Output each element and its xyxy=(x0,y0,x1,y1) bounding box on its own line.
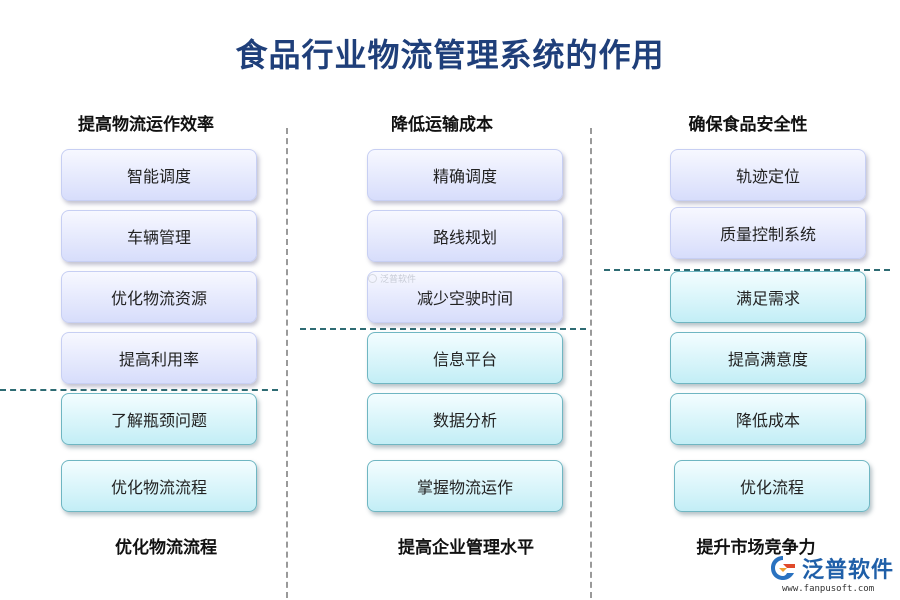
box-master-operations: 掌握物流运作 xyxy=(367,460,563,512)
column-footer-cost: 提高企业管理水平 xyxy=(398,538,534,558)
fanpu-logo-icon xyxy=(771,556,795,580)
column-footer-efficiency: 优化物流流程 xyxy=(115,538,217,558)
box-vehicle-management: 车辆管理 xyxy=(61,210,257,262)
box-optimize-process: 优化物流流程 xyxy=(61,460,257,512)
section-divider-col3 xyxy=(604,269,890,271)
box-improve-utilization: 提高利用率 xyxy=(61,332,257,384)
box-improve-satisfaction: 提高满意度 xyxy=(670,332,866,384)
logo-url: www.fanpusoft.com xyxy=(782,584,875,594)
box-meet-demand: 满足需求 xyxy=(670,271,866,323)
column-header-safety: 确保食品安全性 xyxy=(688,115,808,135)
brand-logo: 泛普软件 xyxy=(768,552,894,584)
box-route-planning: 路线规划 xyxy=(367,210,563,262)
column-footer-safety: 提升市场竞争力 xyxy=(696,538,816,558)
box-reduce-cost: 降低成本 xyxy=(670,393,866,445)
section-divider-col1 xyxy=(0,389,278,391)
box-data-analysis: 数据分析 xyxy=(367,393,563,445)
logo-name: 泛普软件 xyxy=(802,558,895,583)
column-divider-2 xyxy=(590,128,592,598)
page-title: 食品行业物流管理系统的作用 xyxy=(235,36,665,74)
column-divider-1 xyxy=(286,128,288,598)
watermark-small: 泛普软件 xyxy=(368,272,416,285)
box-track-location: 轨迹定位 xyxy=(670,149,866,201)
column-header-cost: 降低运输成本 xyxy=(391,115,493,135)
box-quality-control: 质量控制系统 xyxy=(670,207,866,259)
box-info-platform: 信息平台 xyxy=(367,332,563,384)
watermark-logo-icon xyxy=(368,274,377,283)
box-optimize-flow: 优化流程 xyxy=(674,460,870,512)
section-divider-col2 xyxy=(300,328,586,330)
box-precise-dispatch: 精确调度 xyxy=(367,149,563,201)
box-smart-dispatch: 智能调度 xyxy=(61,149,257,201)
box-bottleneck-issues: 了解瓶颈问题 xyxy=(61,393,257,445)
box-optimize-resources: 优化物流资源 xyxy=(61,271,257,323)
watermark-text: 泛普软件 xyxy=(380,275,417,285)
box-reduce-empty-run: 减少空驶时间 xyxy=(367,271,563,323)
column-header-efficiency: 提高物流运作效率 xyxy=(78,115,214,135)
